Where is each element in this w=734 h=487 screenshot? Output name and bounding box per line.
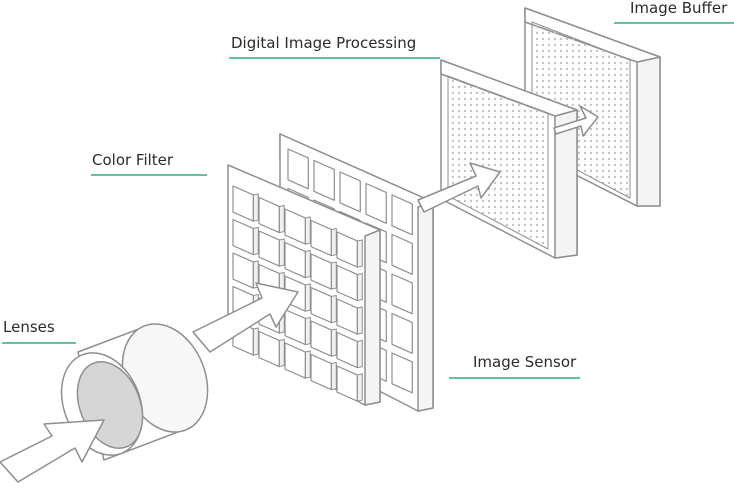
filter-cell-side (278, 238, 285, 267)
filter-cell-side (330, 294, 337, 324)
filter-cell-side (278, 338, 285, 368)
image-buffer-underline (614, 22, 734, 24)
filter-cell (258, 330, 280, 368)
filter-cell (284, 241, 306, 279)
filter-cell (336, 365, 358, 402)
color-filter-board (227, 164, 381, 406)
filter-cell (258, 230, 280, 267)
lens-cylinder (60, 323, 209, 462)
filter-cell-side (304, 283, 311, 312)
filter-cell-side (356, 239, 363, 268)
digital-image-processing-label: Digital Image Processing (231, 34, 417, 52)
filter-cell-side (356, 306, 363, 335)
lenses-label: Lenses (3, 318, 55, 336)
image-buffer-label: Image Buffer (630, 0, 728, 17)
filter-cell (284, 342, 306, 379)
lenses-underline (2, 342, 76, 344)
filter-cell (336, 298, 358, 335)
filter-cell-side (330, 261, 337, 290)
digital-image-processing-underline (229, 57, 440, 59)
color-filter-underline (91, 174, 207, 176)
filter-cell-side (304, 249, 311, 279)
filter-cell-side (356, 373, 363, 402)
arrow-into-lens (0, 419, 105, 483)
filter-cell (232, 218, 254, 256)
filter-cell-side (278, 204, 285, 234)
image-sensor-underline (449, 377, 580, 379)
arrow-sensor-to-processing (417, 162, 501, 213)
filter-cell (336, 331, 358, 369)
filter-cell-side (330, 361, 337, 391)
sensor-cell (339, 171, 361, 213)
sensor-cell (391, 312, 413, 354)
filter-cell (232, 252, 254, 289)
sensor-cell (365, 182, 387, 224)
filter-cell-side (304, 316, 311, 346)
filter-cell-side (356, 339, 363, 369)
sensor-cell (313, 159, 335, 201)
filter-cell (284, 308, 306, 346)
color-filter-cells (232, 185, 363, 402)
filter-cell (336, 231, 358, 268)
filter-cell (310, 253, 332, 290)
arrow-lens-to-filter (192, 282, 299, 353)
sensor-cell (391, 233, 413, 275)
image-sensor-label: Image Sensor (473, 353, 577, 371)
filter-cell-side (330, 328, 337, 357)
filter-cell-side (304, 216, 311, 245)
filter-cell-side (252, 226, 259, 256)
sensor-cell (391, 352, 413, 394)
filter-cell (232, 185, 254, 222)
arrow-processing-to-buffer (553, 105, 599, 137)
filter-cell-side (330, 227, 337, 257)
filter-cell-side (304, 350, 311, 379)
sensor-cell (391, 273, 413, 315)
filter-cell (284, 208, 306, 245)
filter-cell (258, 196, 280, 234)
filter-cell-side (252, 193, 259, 222)
filter-cell (310, 320, 332, 357)
filter-cell-side (356, 272, 363, 302)
sensor-cell (287, 148, 309, 190)
filter-cell (310, 286, 332, 324)
color-filter-label: Color Filter (92, 151, 174, 169)
sensor-cell (391, 194, 413, 236)
filter-cell (310, 353, 332, 391)
filter-cell (310, 219, 332, 257)
filter-cell-side (252, 327, 259, 356)
filter-cell (336, 264, 358, 302)
digital-image-processing-panel (440, 59, 578, 259)
